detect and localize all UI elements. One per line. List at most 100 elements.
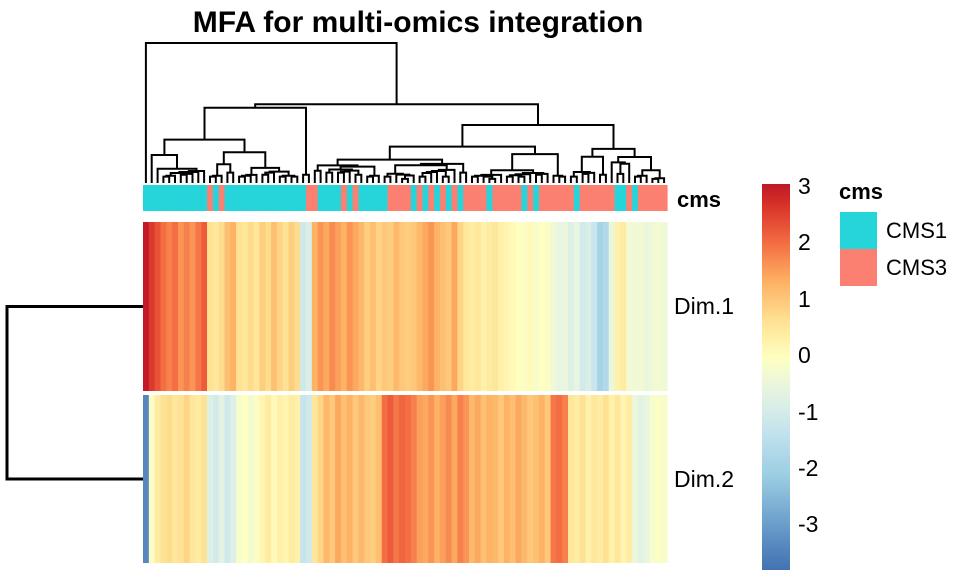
- annotation-cell: [515, 185, 523, 211]
- heatmap-cell-dim1: [405, 222, 412, 391]
- heatmap-cell-dim1: [253, 222, 261, 391]
- annotation-cell: [317, 185, 325, 211]
- annotation-cell: [573, 185, 581, 211]
- colorbar-tick-label: -2: [798, 455, 819, 481]
- heatmap-cell-dim2: [323, 395, 330, 563]
- heatmap-cell-dim2: [620, 395, 627, 563]
- heatmap-cell-dim1: [550, 222, 557, 391]
- heatmap-cell-dim1: [399, 222, 406, 391]
- heatmap-cell-dim1: [480, 222, 488, 391]
- annotation-cell: [340, 185, 348, 211]
- heatmap-cell-dim1: [538, 222, 546, 391]
- heatmap-cell-dim2: [236, 395, 243, 563]
- annotation-cell: [492, 185, 499, 211]
- annotation-cell: [177, 185, 185, 211]
- heatmap-cell-dim1: [230, 222, 237, 391]
- heatmap-cell-dim1: [457, 222, 464, 391]
- heatmap-cell-dim2: [568, 395, 575, 563]
- heatmap-cell-dim1: [387, 222, 394, 391]
- heatmap-cell-dim2: [643, 395, 651, 563]
- heatmap-cell-dim2: [579, 395, 587, 563]
- annotation-cell: [445, 185, 453, 211]
- annotation-cell: [160, 185, 167, 211]
- annotation-cell: [434, 185, 441, 211]
- heatmap-cell-dim1: [224, 222, 231, 391]
- annotation-cell: [183, 185, 191, 211]
- annotation-cell: [527, 185, 534, 211]
- heatmap-cell-dim2: [503, 395, 511, 563]
- heatmap-cell-dim2: [439, 395, 447, 563]
- heatmap-cell-dim2: [521, 395, 528, 563]
- heatmap-cell-dim2: [556, 395, 563, 563]
- annotation-cell: [335, 185, 342, 211]
- heatmap-cell-dim2: [649, 395, 656, 563]
- annotation-cell: [189, 185, 196, 211]
- annotation-cell: [661, 185, 668, 211]
- annotation-cell: [271, 185, 278, 211]
- annotation-cell: [207, 185, 214, 211]
- heatmap-cell-dim1: [364, 222, 371, 391]
- heatmap-cell-dim1: [189, 222, 196, 391]
- annotation-cell: [375, 185, 383, 211]
- heatmap-cell-dim1: [503, 222, 511, 391]
- heatmap-cell-dim2: [416, 395, 424, 563]
- heatmap-cell-dim2: [276, 395, 284, 563]
- heatmap-cell-dim2: [498, 395, 505, 563]
- heatmap-cell-dim2: [457, 395, 464, 563]
- annotation-track-label: cms: [677, 187, 722, 212]
- heatmap-cell-dim1: [515, 222, 523, 391]
- heatmap-cell-dim1: [236, 222, 243, 391]
- heatmap-cell-dim2: [451, 395, 458, 563]
- row-dendrogram-path: [5, 305, 143, 481]
- heatmap-cell-dim2: [602, 395, 610, 563]
- annotation-cell: [632, 185, 639, 211]
- heatmap-cell-dim1: [410, 222, 418, 391]
- heatmap-cell-dim1: [306, 222, 313, 391]
- heatmap-cell-dim1: [614, 222, 622, 391]
- heatmap-cell-dim2: [247, 395, 255, 563]
- annotation-cell: [521, 185, 528, 211]
- annotation-cell: [276, 185, 284, 211]
- annotation-cell: [288, 185, 295, 211]
- annotation-cell: [364, 185, 371, 211]
- heatmap-cell-dim1: [451, 222, 458, 391]
- heatmap-cell-dim1: [655, 222, 662, 391]
- heatmap-cell-dim1: [492, 222, 499, 391]
- heatmap-cell-dim1: [445, 222, 453, 391]
- heatmap-cell-dim1: [247, 222, 255, 391]
- heatmap-cell-dim2: [148, 395, 156, 563]
- heatmap-cell-dim2: [422, 395, 429, 563]
- heatmap-cell-dim2: [591, 395, 598, 563]
- heatmap-cell-dim1: [177, 222, 185, 391]
- annotation-cell: [346, 185, 354, 211]
- heatmap-cell-dim1: [276, 222, 284, 391]
- annotation-cell: [620, 185, 627, 211]
- legend-title: cms: [839, 179, 884, 204]
- heatmap-cell-dim1: [352, 222, 360, 391]
- heatmap-cell-dim1: [212, 222, 220, 391]
- annotation-cell: [457, 185, 464, 211]
- heatmap-cell-dim2: [224, 395, 231, 563]
- annotation-cell: [370, 185, 377, 211]
- heatmap-cell-dim1: [311, 222, 319, 391]
- heatmap-cell-dim2: [538, 395, 546, 563]
- heatmap-cell-dim2: [212, 395, 220, 563]
- heatmap-cell-dim1: [271, 222, 278, 391]
- annotation-cell: [568, 185, 575, 211]
- heatmap-cell-dim2: [608, 395, 616, 563]
- heatmap-cell-dim1: [568, 222, 575, 391]
- annotation-cell: [241, 185, 249, 211]
- annotation-cell: [393, 185, 400, 211]
- heatmap-cell-dim2: [300, 395, 307, 563]
- annotation-cell: [509, 185, 517, 211]
- heatmap-cell-dim2: [375, 395, 383, 563]
- heatmap-cell-dim2: [370, 395, 377, 563]
- heatmap-cell-dim2: [230, 395, 237, 563]
- legend-label-cms3: CMS3: [886, 255, 948, 280]
- heatmap-cell-dim2: [626, 395, 633, 563]
- heatmap-cell-dim1: [428, 222, 435, 391]
- heatmap-cell-dim1: [416, 222, 424, 391]
- heatmap-cell-dim2: [294, 395, 301, 563]
- annotation-cell: [410, 185, 418, 211]
- annotation-cell: [253, 185, 261, 211]
